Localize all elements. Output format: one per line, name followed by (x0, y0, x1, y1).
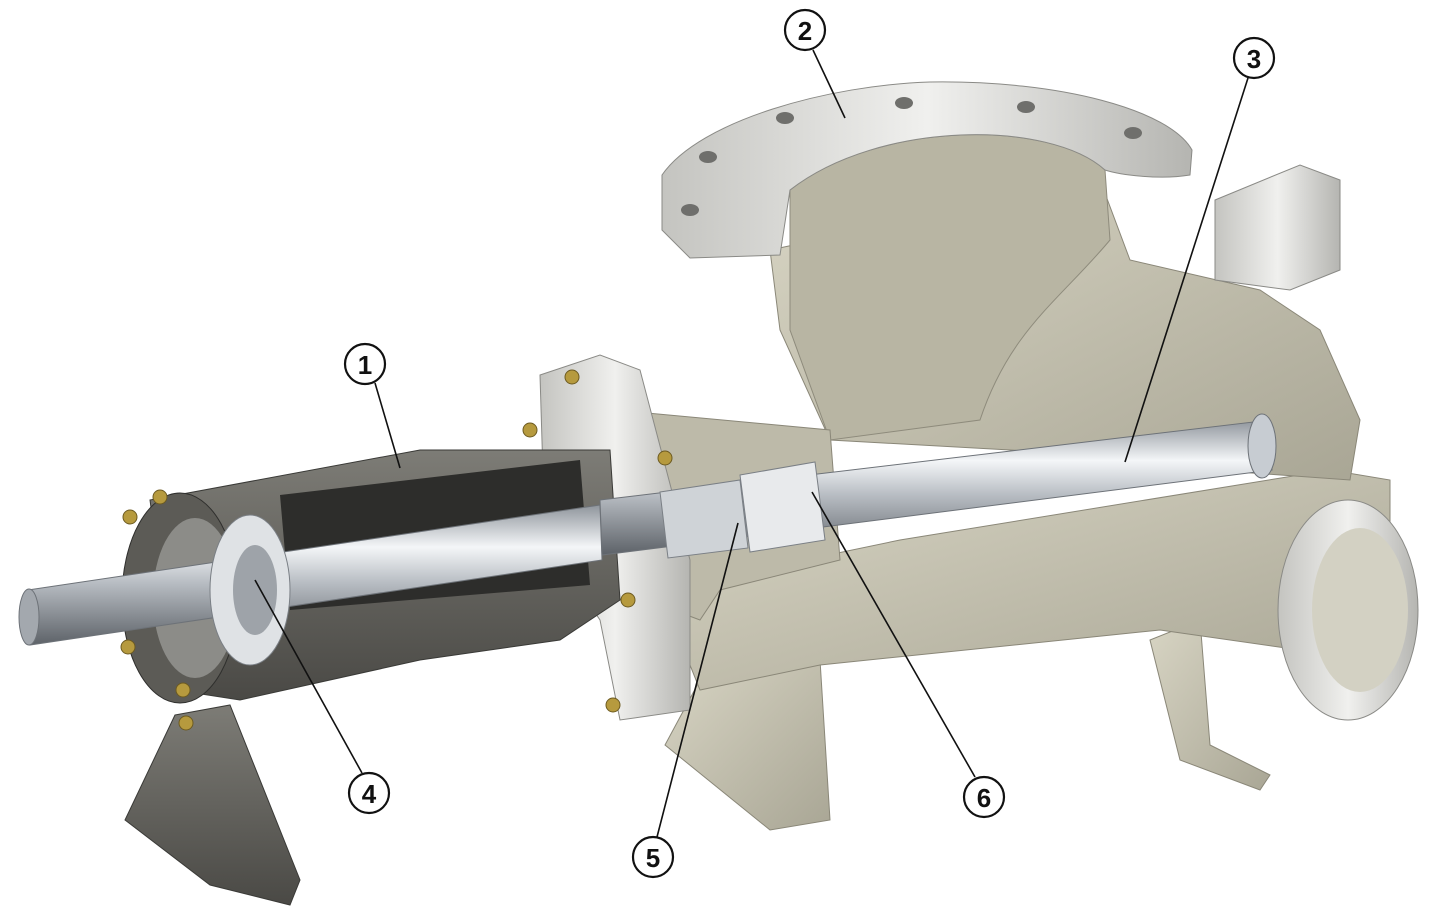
bolt (178, 715, 194, 731)
callout-6-circle (962, 775, 1006, 819)
callouts: 1 2 3 4 5 6 (254, 8, 1276, 879)
callout-3-label: 3 (1247, 44, 1261, 74)
seal-sleeve (659, 479, 749, 559)
callout-6-leader (811, 491, 976, 778)
callout-4: 4 (254, 579, 391, 815)
bolt (605, 697, 621, 713)
callout-3-circle (1232, 36, 1276, 80)
bolt (657, 450, 673, 466)
suction-flange-rear (1214, 164, 1341, 291)
callout-2: 2 (783, 8, 846, 119)
shaft-impeller-hub (1247, 413, 1277, 479)
bolt (120, 639, 136, 655)
flange-bolt-holes (681, 97, 1142, 216)
callout-5-label: 5 (646, 843, 660, 873)
bolt (122, 509, 138, 525)
callout-2-circle (783, 8, 827, 52)
mechanical-seal (739, 461, 826, 553)
bearing-frame-foot (124, 704, 301, 906)
bolt (175, 682, 191, 698)
bolts (120, 369, 673, 731)
discharge-flange (661, 81, 1193, 259)
bolt (522, 422, 538, 438)
callout-1-circle (343, 342, 387, 386)
callout-4-circle (347, 771, 391, 815)
callout-3: 3 (1124, 36, 1276, 463)
callout-1-leader (374, 382, 401, 469)
bolt (620, 592, 636, 608)
callout-6: 6 (811, 491, 1006, 819)
callout-1: 1 (343, 342, 401, 469)
outlet-flange-bore (1312, 528, 1408, 692)
callout-2-label: 2 (798, 16, 812, 46)
callout-5: 5 (631, 522, 739, 879)
shaft-end-face (18, 588, 40, 646)
callout-5-circle (631, 835, 675, 879)
bolt (564, 369, 580, 385)
bolt (152, 489, 168, 505)
callout-4-leader (254, 579, 363, 774)
callout-4-label: 4 (362, 779, 377, 809)
callout-1-label: 1 (358, 350, 372, 380)
callout-6-label: 6 (977, 783, 991, 813)
shaft (18, 413, 1277, 666)
bearing-ring-inner (233, 545, 277, 635)
callout-3-leader (1124, 77, 1249, 463)
callout-2-leader (812, 49, 846, 119)
casing-foot-right (1149, 619, 1271, 791)
callout-5-leader (656, 522, 739, 838)
